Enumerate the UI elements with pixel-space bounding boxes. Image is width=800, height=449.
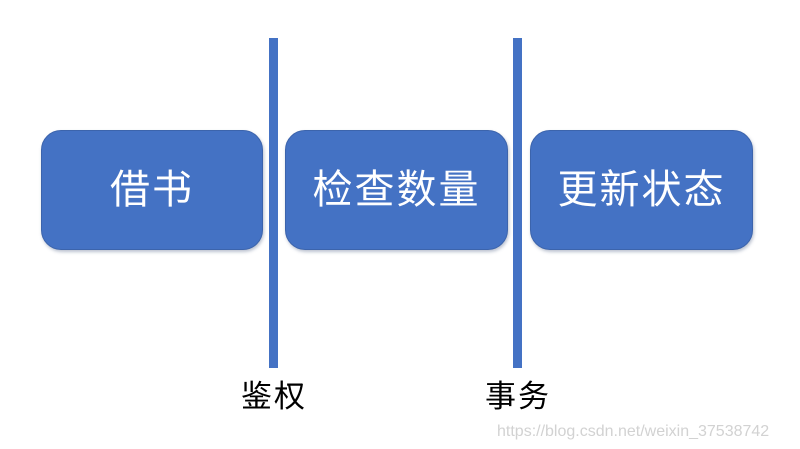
divider-bar-auth <box>269 38 278 368</box>
process-box-check[interactable]: 检查数量 <box>285 130 508 250</box>
process-box-update-label: 更新状态 <box>557 167 726 213</box>
process-box-borrow-label: 借书 <box>110 167 194 213</box>
watermark-text: https://blog.csdn.net/weixin_37538742 <box>497 423 770 440</box>
divider-caption-txn: 事务 <box>485 379 551 415</box>
process-box-check-label: 检查数量 <box>312 167 481 213</box>
divider-bar-txn <box>513 38 522 368</box>
divider-caption-auth: 鉴权 <box>241 379 307 415</box>
process-box-update[interactable]: 更新状态 <box>530 130 753 250</box>
process-box-borrow[interactable]: 借书 <box>41 130 263 250</box>
